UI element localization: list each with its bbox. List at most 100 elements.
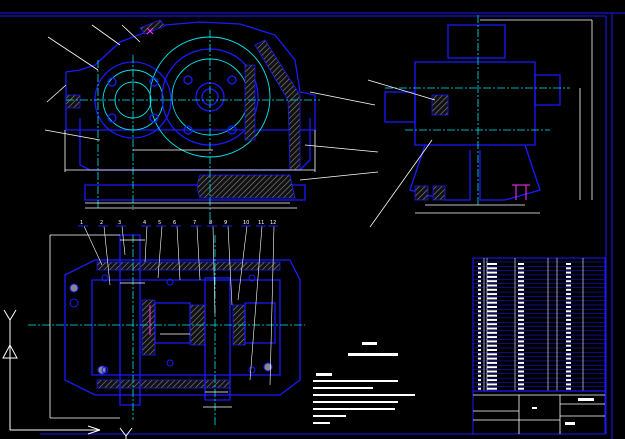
balloon-number: 1 [80,220,83,226]
parts-cell-text [487,280,497,283]
parts-cell-text [478,349,481,351]
parts-cell-text [487,366,497,369]
parts-cell-text [566,267,571,270]
parts-cell-text [487,318,497,321]
parts-cell-text [518,340,524,343]
parts-cell-text [566,297,571,300]
parts-cell-text [566,301,571,304]
parts-cell-text [478,370,481,373]
parts-cell-text [566,353,571,356]
parts-cell-text [518,370,524,373]
parts-cell-text [566,280,571,283]
plan-bolt-holes [69,274,273,375]
bolt-holes [107,75,237,135]
title-block [473,394,605,434]
parts-cell-text [518,379,524,382]
balloon-1: 1 [78,220,103,266]
parts-cell-text [566,314,571,317]
parts-cell-text [478,331,481,334]
parts-cell-text [478,314,481,317]
parts-cell-text [518,318,524,321]
technical-requirements [313,342,415,424]
balloon-9: 9 [222,220,233,306]
parts-cell-text [487,297,497,300]
balloon-number: 12 [270,220,276,226]
parts-cell-text [518,327,524,330]
parts-cell-text [487,349,497,351]
parts-cell-text [566,361,571,364]
parts-cell-text [566,318,571,321]
balloon-7: 7 [191,220,201,281]
parts-cell-text [478,271,481,274]
parts-cell-text [487,374,497,377]
parts-cell-text [478,318,481,321]
front-dimensions [64,130,316,209]
balloon-number: 2 [100,220,103,226]
balloon-number: 7 [193,220,196,226]
parts-cell-text [566,263,571,265]
parts-cell-text [566,306,571,308]
parts-cell-text [478,293,481,296]
parts-cell-text [518,275,524,278]
parts-cell-text [518,288,524,291]
parts-cell-text [487,383,497,386]
parts-cell-text [566,284,571,287]
balloon-number: 4 [143,220,146,226]
parts-cell-text [487,288,497,291]
balloon-12: 12 [268,220,278,386]
parts-cell-text [566,293,571,296]
parts-cell-text [566,327,571,330]
parts-cell-text [518,280,524,283]
balloon-number: 10 [243,220,249,226]
front-view [44,19,379,225]
parts-cell-text [478,357,481,360]
ucs-axis-icon [2,309,133,439]
balloon-number: 5 [158,220,161,226]
parts-cell-text [478,336,481,339]
parts-cell-text [518,306,524,308]
parts-cell-text [487,314,497,317]
balloon-3: 3 [116,220,126,256]
parts-cell-text [487,357,497,360]
parts-cell-text [566,344,571,347]
parts-cell-text [518,297,524,300]
balloon-8: 8 [207,220,217,316]
parts-cell-text [566,357,571,360]
parts-cell-text [478,310,481,313]
parts-cell-text [478,366,481,369]
parts-cell-text [518,267,524,270]
parts-cell-text [518,387,524,390]
parts-cell-text [518,310,524,313]
parts-cell-text [487,340,497,343]
side-view [367,15,593,228]
parts-cell-text [478,275,481,278]
parts-cell-text [478,340,481,343]
parts-cell-text [518,284,524,287]
balloon-2: 2 [98,220,111,286]
balloon-number: 11 [258,220,264,226]
parts-cell-text [566,370,571,373]
parts-cell-text [566,336,571,339]
parts-cell-text [487,379,497,382]
parts-cell-text [518,336,524,339]
balloon-number: 3 [118,220,121,226]
parts-cell-text [518,344,524,347]
parts-cell-text [478,288,481,291]
parts-cell-text [487,293,497,296]
parts-cell-text [566,379,571,382]
parts-cell-text [487,323,497,326]
balloon-6: 6 [171,220,181,281]
parts-cell-text [566,340,571,343]
parts-cell-text [478,374,481,377]
front-leaders [44,24,379,181]
parts-cell-text [487,344,497,347]
parts-cell-text [518,314,524,317]
parts-cell-text [487,336,497,339]
parts-cell-text [518,353,524,356]
parts-list [472,257,606,435]
parts-cell-text [566,349,571,351]
drawing-frame [0,12,625,439]
parts-cell-text [566,310,571,313]
